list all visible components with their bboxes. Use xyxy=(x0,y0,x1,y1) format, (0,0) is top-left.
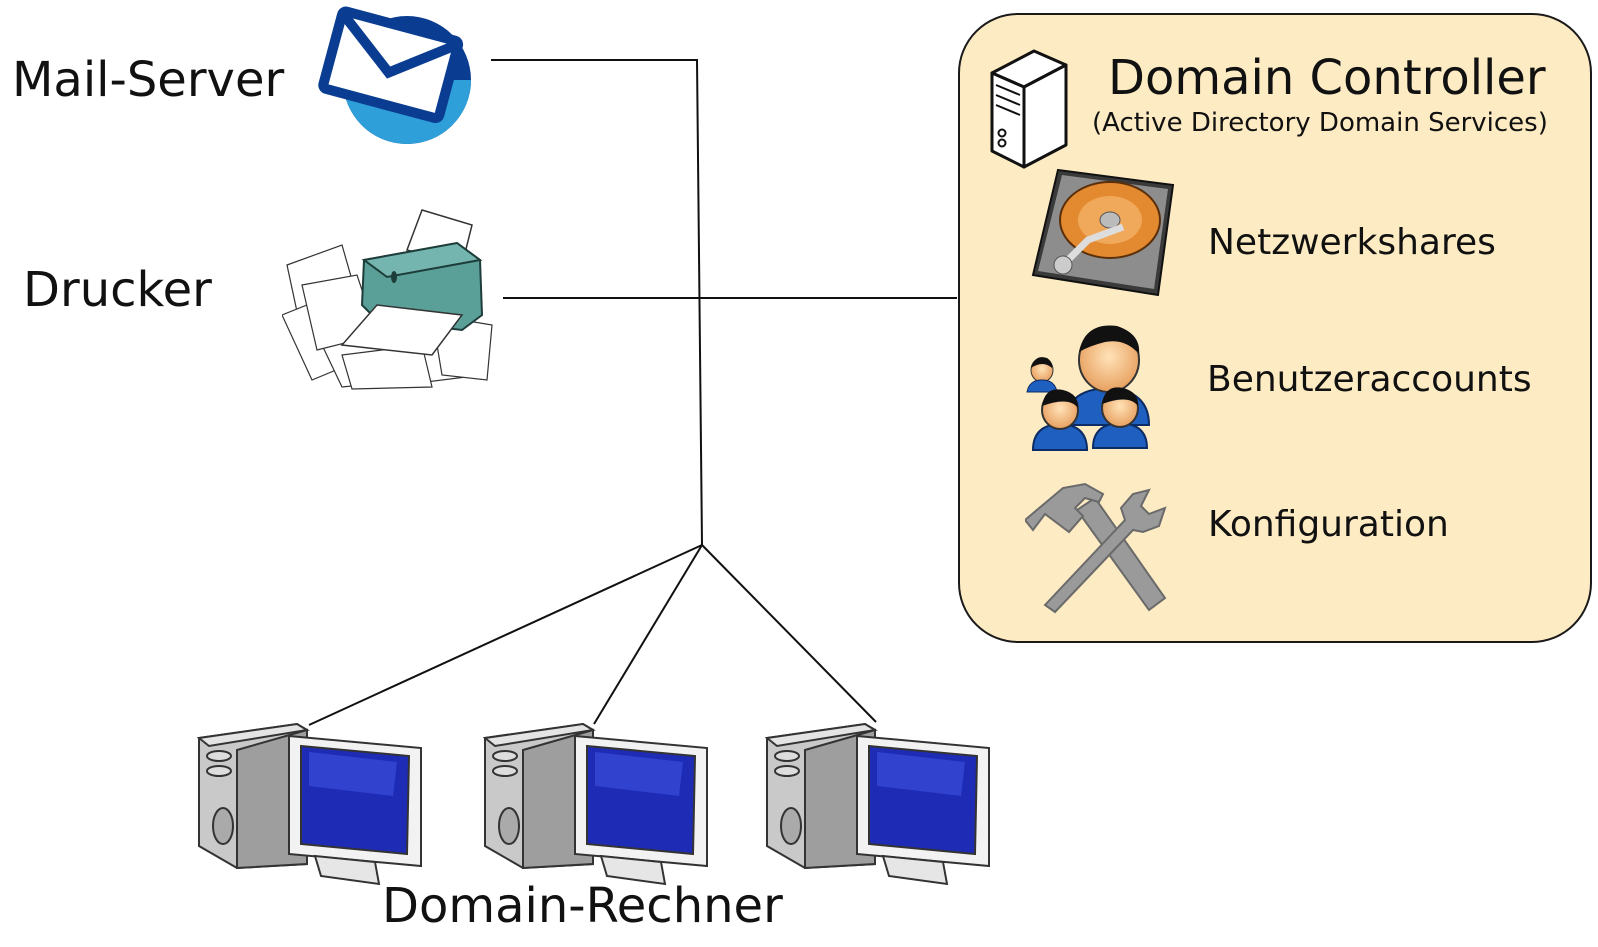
computer-icon xyxy=(764,716,995,895)
computer-link-3 xyxy=(701,544,877,723)
hard-disk-icon xyxy=(1028,165,1178,304)
computer-icon xyxy=(482,716,713,895)
service-benutzeraccounts: Benutzeraccounts xyxy=(1207,359,1532,400)
service-netzwerkshares: Netzwerkshares xyxy=(1208,222,1496,263)
mail-server-label: Mail-Server xyxy=(12,52,285,108)
server-icon xyxy=(988,45,1070,174)
domain-controller-subtitle: (Active Directory Domain Services) xyxy=(1092,108,1548,138)
mail-link xyxy=(491,59,703,546)
printer-label: Drucker xyxy=(23,262,212,318)
users-icon xyxy=(1025,320,1160,459)
computer-link-2 xyxy=(593,544,703,725)
printer-icon xyxy=(281,205,502,394)
computer-link-1 xyxy=(308,544,703,726)
mail-server-icon xyxy=(312,5,480,149)
tools-icon xyxy=(1023,480,1175,624)
service-konfiguration: Konfiguration xyxy=(1208,504,1449,545)
computer-icon xyxy=(196,716,427,895)
domain-computers-label: Domain-Rechner xyxy=(382,878,783,934)
domain-controller-title: Domain Controller xyxy=(1108,50,1546,106)
